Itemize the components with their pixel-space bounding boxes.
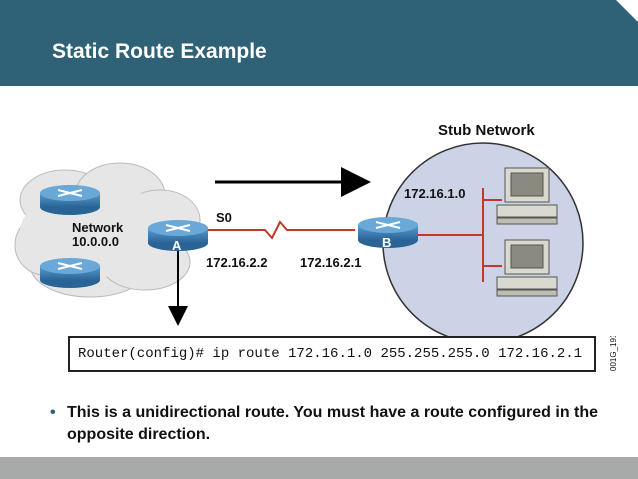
router-b-icon: [358, 217, 418, 248]
router-a-ip-label: 172.16.2.2: [206, 255, 268, 270]
network-label: Network: [72, 220, 124, 235]
cloud-router-bottom-icon: [40, 258, 100, 288]
router-b-ip-label: 172.16.2.1: [300, 255, 362, 270]
slide-title: Static Route Example: [52, 40, 267, 63]
interface-label: S0: [216, 210, 232, 225]
slide-header: Static Route Example: [0, 0, 638, 86]
figure-code-text: 001G_191: [609, 336, 618, 371]
router-b-label: B: [382, 235, 392, 250]
command-text: Router(config)# ip route 172.16.1.0 255.…: [78, 346, 583, 362]
stub-network-label: Stub Network: [438, 122, 535, 139]
pc-bottom-icon: [496, 239, 558, 297]
serial-link: [205, 220, 355, 240]
router-a-icon: [148, 220, 208, 251]
figure-code: 001G_191: [609, 336, 618, 371]
cloud-router-top-icon: [40, 185, 100, 215]
bullet-text: This is a unidirectional route. You must…: [67, 404, 599, 443]
slide-footer: [0, 457, 638, 479]
pc-top-icon: [496, 167, 558, 225]
router-a-label: A: [172, 238, 182, 253]
bullet-marker: •: [50, 404, 56, 421]
stub-subnet-label: 172.16.1.0: [404, 186, 466, 201]
command-box: Router(config)# ip route 172.16.1.0 255.…: [68, 336, 596, 372]
network-address-label: 10.0.0.0: [72, 234, 119, 249]
header-corner-notch: [616, 0, 638, 22]
